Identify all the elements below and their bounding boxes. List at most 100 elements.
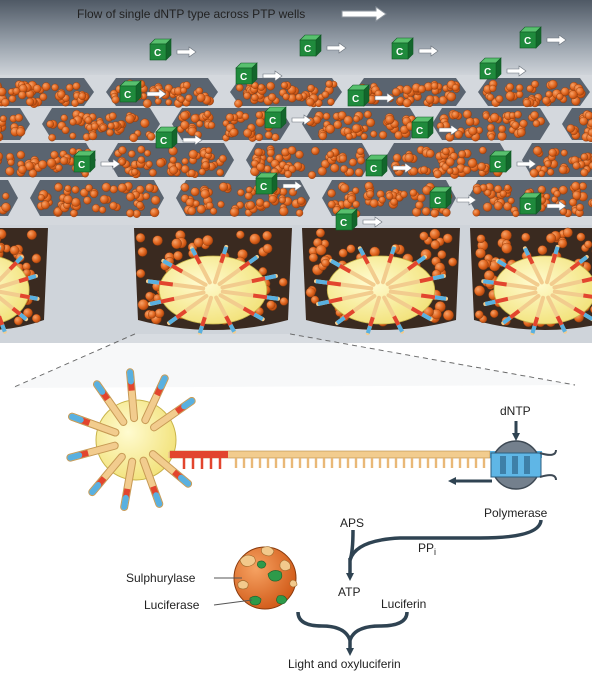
nucleotide-cube-icon: C — [264, 106, 312, 129]
flow-label: Flow of single dNTP type across PTP well… — [77, 7, 305, 21]
plate-well — [384, 143, 510, 179]
plate-well — [302, 108, 420, 141]
cube-letter: C — [524, 202, 531, 213]
dna-fragment — [126, 368, 139, 423]
nucleotide-cube-icon: C — [155, 126, 203, 149]
plate-well — [0, 78, 94, 108]
cube-letter: C — [124, 90, 131, 101]
luciferase-leader — [213, 599, 253, 606]
nucleotide-cube-icon: C — [391, 37, 439, 60]
nucleotide-cube-icon: C — [519, 192, 567, 215]
nucleotide-cube-icon: C — [119, 80, 167, 103]
dna-fragment — [120, 457, 137, 511]
ppi-flow-curve — [348, 519, 543, 561]
nucleotide-cube-icon: C — [235, 62, 283, 85]
nucleotide-cube-icon: C — [255, 172, 303, 195]
nucleotide-cube-icon: C — [335, 208, 383, 231]
polymerase-icon — [490, 440, 557, 490]
nucleotide-cube-icon: C — [347, 84, 395, 107]
ppi-label-subscript: i — [434, 547, 436, 557]
dna-capture-bead — [66, 368, 196, 511]
template-dna-strand — [169, 450, 542, 469]
cube-letter: C — [304, 44, 311, 55]
nucleotide-cube-icon: C — [519, 26, 567, 49]
dna-fragment — [88, 452, 126, 497]
flow-arrow-icon — [516, 158, 537, 170]
flow-arrow-icon — [262, 70, 283, 82]
flow-arrow-icon — [392, 162, 413, 174]
dna-fragment — [139, 456, 164, 508]
dna-fragment — [148, 450, 193, 488]
dna-fragment — [68, 412, 120, 437]
flow-arrow-icon — [291, 114, 312, 126]
cube-letter: C — [154, 48, 161, 59]
plate-well — [478, 78, 590, 108]
flow-arrow-icon — [146, 88, 167, 100]
ppi-label-main: PP — [418, 541, 434, 555]
cube-letter: C — [78, 160, 85, 171]
plate-well-front — [0, 228, 48, 334]
plate-well — [230, 78, 342, 108]
flow-arrow-icon — [182, 134, 203, 146]
nucleotide-cube-icon: C — [73, 150, 121, 173]
cube-letter: C — [240, 72, 247, 83]
cube-letter: C — [434, 196, 441, 207]
luciferin-flow-curve — [348, 611, 409, 641]
luciferin-label: Luciferin — [381, 597, 426, 611]
cube-letter: C — [260, 182, 267, 193]
plate-well-front — [470, 227, 592, 336]
luciferase-label: Luciferase — [144, 598, 200, 612]
flow-arrow-icon — [456, 194, 477, 206]
cube-letter: C — [370, 164, 377, 175]
zoom-line-left — [11, 333, 136, 389]
nucleotide-cube-icon: C — [429, 186, 477, 209]
nucleotide-cube-icon: C — [365, 154, 413, 177]
flow-arrow-icon — [362, 216, 383, 228]
cube-letter: C — [352, 94, 359, 105]
atp-flow-curve — [296, 611, 352, 641]
nucleotide-cube-icon: C — [411, 116, 459, 139]
flow-arrow-icon — [326, 42, 347, 54]
flow-arrow-icon — [374, 92, 395, 104]
cube-letter: C — [484, 67, 491, 78]
plate-well — [108, 143, 234, 179]
cube-letter: C — [269, 116, 276, 127]
flow-arrow-icon — [546, 200, 567, 212]
plate-well — [246, 143, 372, 179]
nucleotide-cube-icon: C — [299, 34, 347, 57]
plate-wells-front — [0, 227, 592, 336]
dna-fragment — [92, 380, 128, 426]
enzyme-bead-icon — [233, 546, 298, 610]
ppi-label: PPi — [418, 541, 436, 557]
polymerase-label: Polymerase — [484, 506, 548, 520]
flow-arrow-icon — [100, 158, 121, 170]
plate-well — [562, 108, 592, 142]
cube-letter: C — [416, 126, 423, 137]
zoom-line-right — [289, 333, 576, 386]
plate-well-front — [134, 228, 292, 336]
products-label: Light and oxyluciferin — [288, 657, 401, 671]
cube-letter: C — [340, 218, 347, 229]
dna-fragment — [141, 374, 169, 425]
plate-well-front — [302, 228, 460, 336]
flow-direction-arrow-icon — [341, 6, 387, 22]
flow-arrow-icon — [546, 34, 567, 46]
plate-well — [0, 180, 18, 216]
plate-well — [522, 143, 592, 178]
cube-letter: C — [396, 47, 403, 58]
cube-letter: C — [494, 160, 501, 171]
cube-letter: C — [160, 136, 167, 147]
zoom-cone — [12, 334, 575, 388]
flow-arrow-icon — [438, 124, 459, 136]
dntp-label: dNTP — [500, 404, 531, 418]
nucleotide-cube-icon: C — [479, 57, 527, 80]
atp-label: ATP — [338, 585, 360, 599]
dna-fragment — [66, 441, 119, 462]
dna-fragment — [150, 396, 196, 432]
plate-well — [42, 108, 160, 143]
flow-arrow-icon — [418, 45, 439, 57]
plate-well — [432, 108, 550, 142]
nucleotide-cubes: C C C C C C C C C C C C C C C C C C — [73, 26, 567, 231]
flow-arrow-icon — [506, 65, 527, 77]
